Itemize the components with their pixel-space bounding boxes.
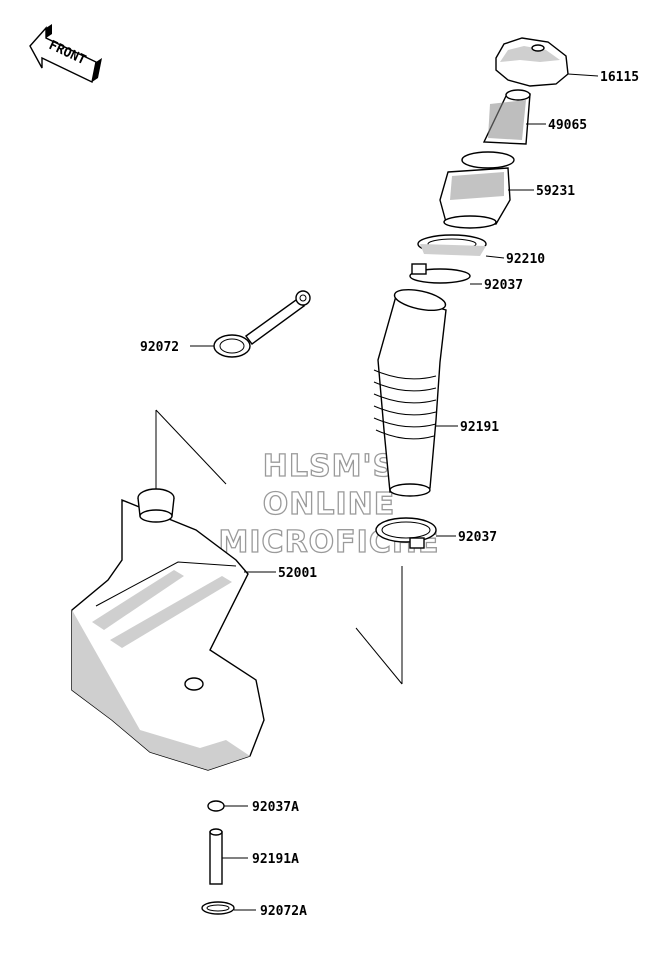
- guide-lines: [155, 409, 403, 685]
- small-tube-part[interactable]: [209, 828, 248, 885]
- part-number-filler-neck[interactable]: 59231: [536, 184, 575, 199]
- part-number-cap[interactable]: 16115: [600, 70, 639, 85]
- nut-part[interactable]: [417, 234, 505, 259]
- tank-part[interactable]: [71, 488, 276, 771]
- cap-part[interactable]: [495, 37, 599, 87]
- strap-part[interactable]: [190, 290, 311, 358]
- watermark-line-1: HLSM'S: [263, 449, 395, 484]
- part-number-upper-clamp[interactable]: 92037: [484, 278, 523, 293]
- lower-clamp-part[interactable]: [375, 517, 456, 549]
- part-number-lower-clamp[interactable]: 92037: [458, 530, 497, 545]
- upper-clamp-part[interactable]: [409, 263, 482, 285]
- part-number-nut[interactable]: 92210: [506, 252, 545, 267]
- part-number-hose[interactable]: 92191: [460, 420, 499, 435]
- small-strap-part[interactable]: [201, 901, 256, 915]
- part-number-small-strap[interactable]: 92072A: [260, 904, 307, 919]
- part-number-strainer[interactable]: 49065: [548, 118, 587, 133]
- strainer-part[interactable]: [482, 89, 546, 145]
- part-number-tank[interactable]: 52001: [278, 566, 317, 581]
- hose-part[interactable]: [373, 286, 458, 497]
- hose-ribs: [373, 369, 437, 440]
- watermark-line-2: ONLINE: [263, 487, 396, 522]
- part-number-small-tube[interactable]: 92191A: [252, 852, 299, 867]
- filler-neck-part[interactable]: [439, 151, 534, 229]
- part-number-labels: 16115 49065 59231 92210 92037 92072 9219…: [140, 70, 639, 919]
- front-arrow-icon: FRONT: [29, 24, 102, 84]
- small-clamp-part[interactable]: [207, 800, 248, 812]
- part-number-small-clamp[interactable]: 92037A: [252, 800, 299, 815]
- watermark: HLSM'S ONLINE MICROFICHE: [218, 448, 439, 560]
- part-number-strap[interactable]: 92072: [140, 340, 179, 355]
